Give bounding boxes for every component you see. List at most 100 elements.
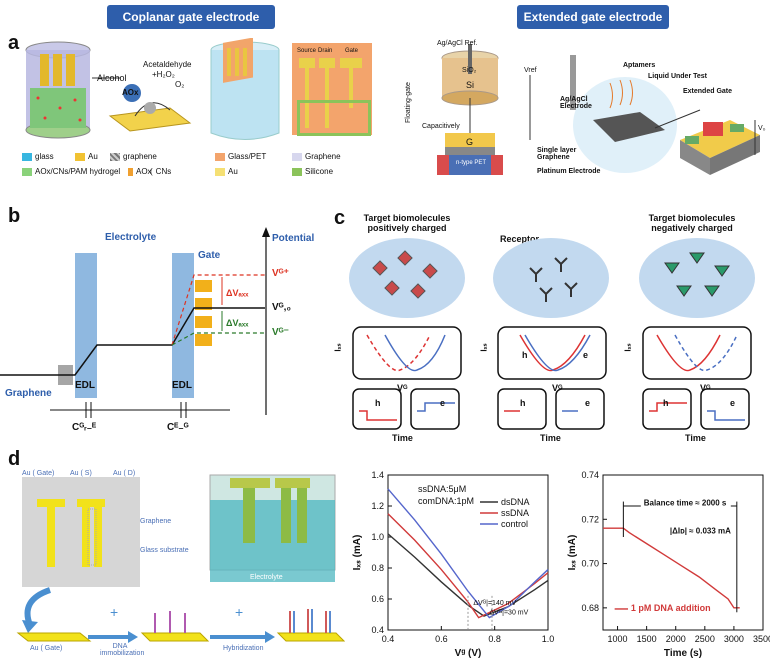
legend-aox: AOx [128, 167, 152, 176]
c-vg-1: Vᴳ [397, 383, 408, 393]
potential-diagram [0, 227, 270, 418]
label-agagcl-electrode: Ag/AgCl Electrode [560, 96, 592, 110]
label-liquid: Liquid Under Test [648, 73, 707, 80]
chip-lines [305, 68, 309, 128]
col-title-positive: Target biomolecules positively charged [363, 213, 451, 233]
annotation-delta-id: |ΔIᴅ| ≈ 0.033 mA [670, 527, 731, 536]
c-h-mid: h [522, 350, 528, 360]
col-title-negative: Target biomolecules negatively charged [648, 213, 736, 233]
series-line-control [387, 488, 549, 619]
y-tick-label: 0.68 [581, 603, 599, 613]
c-e-mid: e [583, 350, 589, 360]
label-ref: Ag/AgCl Ref. [437, 40, 478, 47]
y-tick-label: 0.74 [581, 470, 599, 480]
label-platinum: Platinum Electrode [537, 168, 601, 175]
svg-text:+: + [110, 604, 118, 620]
y-axis-label: Iₓₛ (mA) [567, 535, 578, 571]
x-axis-label: Vᵍ (V) [455, 648, 482, 659]
label-h2o2: +H₂O₂ [152, 70, 175, 79]
label-graphene-b: Graphene [5, 388, 52, 399]
y-tick-label: 0.4 [371, 625, 384, 635]
label-vd: V₀ [758, 125, 766, 132]
label-edl-1: EDL [75, 380, 95, 391]
y-axis-label: Iₓₛ (mA) [352, 535, 363, 571]
chip-silicone [297, 100, 371, 136]
annotation-ssdna: ssDNA:5μM [418, 484, 466, 494]
label-vg-plus: Vᴳ⁺ [272, 268, 289, 279]
series-line-1-pM-DNA-addition [603, 527, 740, 609]
d-au-gate-label: Au ( Gate) [30, 645, 63, 652]
chip-drain-pad [319, 58, 335, 68]
biomolecule-illustrations [349, 238, 755, 318]
x-axis-label: Time (s) [664, 648, 702, 659]
legend-graphene-2: Graphene [292, 152, 341, 161]
chip-source-label: Source [297, 48, 317, 54]
y-tick-label: 1.0 [371, 532, 384, 542]
c-e-1: e [440, 398, 446, 408]
c-ids-1: Iₓₛ [333, 343, 343, 352]
legend-hydrogel: AOx/CNs/PAM hydrogel [22, 167, 120, 176]
legend-label-control: control [501, 519, 528, 529]
x-tick-label: 0.8 [488, 634, 501, 644]
label-ext-gate: Extended Gate [683, 88, 733, 95]
label-single-layer: Single layer Graphene [537, 147, 577, 161]
legend-cns: (CNs [150, 167, 172, 176]
label-edl-2: EDL [172, 380, 192, 391]
legend-silicone: Silicone [292, 167, 333, 176]
d-electrolyte-label: Electrolyte [250, 574, 283, 581]
legend-graphene: graphene [110, 152, 157, 161]
y-tick-label: 0.8 [371, 563, 384, 573]
series-line-ssDNA [387, 513, 549, 619]
label-dv-add-1: ΔVₐₓₓ [226, 288, 249, 298]
panel-label-b: b [8, 205, 21, 227]
d-dna-imm-label: DNA immobilization [100, 643, 145, 657]
svg-text:+: + [235, 604, 243, 620]
d-hybrid-label: Hybridization [223, 645, 264, 652]
c-h-3: h [663, 398, 669, 408]
chip-lines-3 [349, 68, 353, 108]
annotation-dvg-30: ΔVᴳ|=30 mV [489, 610, 528, 617]
label-aptamers: Aptamers [623, 62, 656, 69]
legend-glass-pet: Glass/PET [215, 152, 266, 161]
time-chart: 1000150020002500300035000.680.700.720.74… [567, 470, 770, 659]
series-line-dsDNA [387, 533, 549, 617]
legend-label-dna: 1 pM DNA addition [631, 603, 711, 613]
c-e-3: e [730, 398, 736, 408]
x-tick-label: 1500 [637, 634, 657, 644]
y-tick-label: 1.2 [371, 501, 384, 511]
label-alcohol: Alcohol [97, 73, 127, 83]
label-vref: Vref [524, 67, 537, 74]
x-tick-label: 2000 [666, 634, 686, 644]
label-potential: Potential [272, 233, 315, 244]
annotation-balance: Balance time ≈ 2000 s [644, 499, 727, 508]
c-time-2: Time [540, 433, 561, 443]
header-coplanar: Coplanar gate electrode [107, 5, 275, 29]
legend-au: Au [75, 152, 98, 161]
chip-gate-label: Gate [345, 48, 359, 54]
d-graphene-label: Graphene [140, 518, 172, 525]
legend-au-2: Au [215, 167, 238, 176]
chip-lines-2 [325, 68, 329, 128]
annotation-comdna: comDNA:1pM [418, 496, 474, 506]
c-e-2: e [585, 398, 591, 408]
d-chip-label-d: Au ( D) [113, 470, 136, 477]
chip-gate-pad [340, 58, 362, 68]
x-tick-label: 0.6 [435, 634, 448, 644]
y-tick-label: 1.4 [371, 470, 384, 480]
legend-glass: glass [22, 152, 54, 161]
c-time-3: Time [685, 433, 706, 443]
annotation-dvg-140: ΔVᴳ|=140 mV [473, 600, 516, 607]
c-vg-3: Vᴳ [700, 383, 711, 393]
transfer-curves [352, 326, 752, 430]
plot-frame [387, 474, 549, 631]
legend-label-ssDNA: ssDNA [501, 508, 529, 518]
label-vg0: Vᴳ,₀ [272, 302, 291, 313]
c-ids-3: Iₓₛ [623, 343, 633, 352]
x-tick-label: 2500 [695, 634, 715, 644]
d-chip-label-s: Au ( S) [70, 470, 92, 477]
c-h-1: h [375, 398, 381, 408]
d-glass-label: Glass substrate [140, 547, 189, 554]
label-sio2: SiO₂ [462, 67, 477, 74]
